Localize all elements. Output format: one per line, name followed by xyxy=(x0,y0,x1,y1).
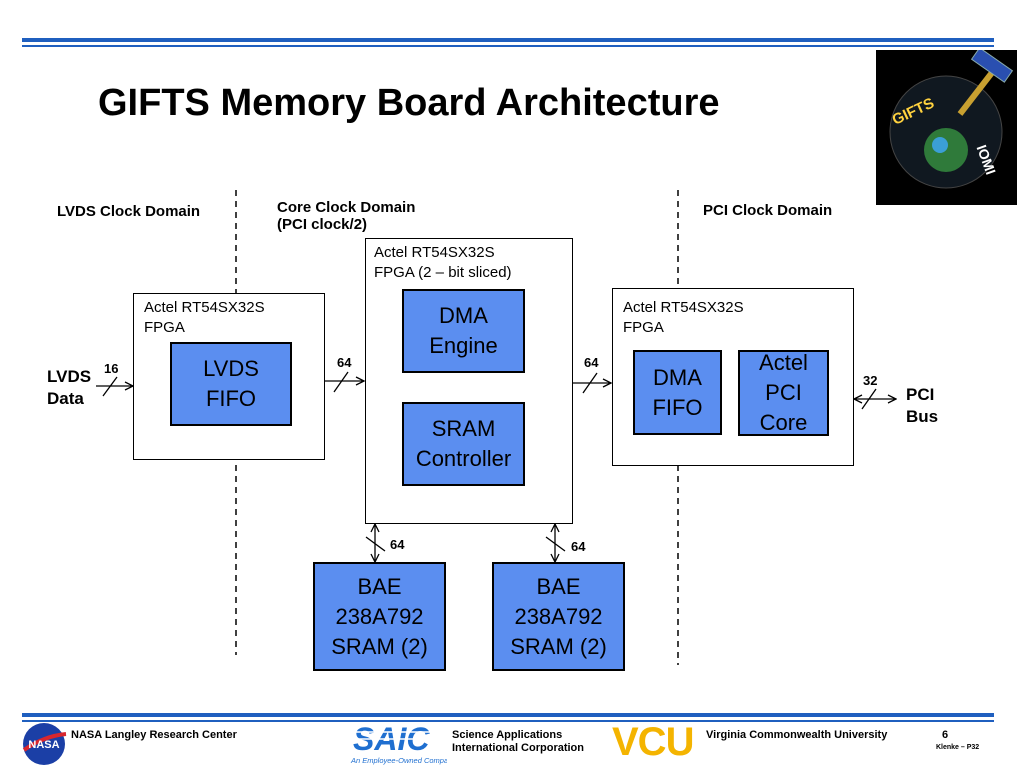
top-rule xyxy=(22,38,994,42)
pci-core-block: Actel PCI Core xyxy=(738,350,829,436)
bus-width-center-right: 64 xyxy=(584,355,599,370)
bottom-rule xyxy=(22,713,994,717)
pci-clock-domain-label: PCI Clock Domain xyxy=(703,202,833,219)
center-fpga-label: Actel RT54SX32S FPGA (2 – bit sliced) xyxy=(374,244,512,281)
sram-controller-block: SRAM Controller xyxy=(402,402,525,486)
right-fpga-label: Actel RT54SX32S FPGA xyxy=(623,299,744,336)
pci-bus-label: PCI Bus xyxy=(906,385,939,426)
gifts-mission-logo: GIFTS IOMI xyxy=(876,50,1017,205)
bus-width-pci: 32 xyxy=(863,373,878,388)
dma-engine-block: DMA Engine xyxy=(402,289,525,373)
svg-text:An Employee-Owned Company: An Employee-Owned Company xyxy=(350,756,447,765)
vcu-name-label: Virginia Commonwealth University xyxy=(706,729,888,741)
bus-width-lvds-in: 16 xyxy=(104,361,119,376)
sram-chip-1: BAE 238A792 SRAM (2) xyxy=(313,562,446,671)
lvds-clock-domain-label: LVDS Clock Domain xyxy=(57,203,201,220)
bottom-rule-thin xyxy=(22,720,994,722)
nasa-center-label: NASA Langley Research Center xyxy=(71,729,237,741)
saic-logo: SAIC An Employee-Owned Company xyxy=(349,720,457,766)
lvds-fifo-block: LVDS FIFO xyxy=(170,342,292,426)
page-number: 6 xyxy=(942,729,949,741)
dma-fifo-block: DMA FIFO xyxy=(633,350,722,435)
page-title: GIFTS Memory Board Architecture xyxy=(98,82,720,124)
sram-chip-2: BAE 238A792 SRAM (2) xyxy=(492,562,625,671)
saic-name-label: Science Applications International Corpo… xyxy=(452,729,584,754)
slide-reference: Klenke – P32 xyxy=(936,744,980,751)
vcu-logo: VCU xyxy=(612,720,694,764)
bus-width-sram1: 64 xyxy=(390,537,405,552)
core-clock-domain-label: Core Clock Domain (PCI clock/2) xyxy=(277,199,416,233)
left-fpga-box xyxy=(133,293,325,460)
left-fpga-label: Actel RT54SX32S FPGA xyxy=(144,299,265,336)
top-rule-thin xyxy=(22,45,994,47)
bus-width-sram2: 64 xyxy=(571,539,586,554)
svg-text:NASA: NASA xyxy=(28,739,59,751)
bus-width-left-center: 64 xyxy=(337,355,352,370)
lvds-data-label: LVDS Data xyxy=(47,367,92,408)
nasa-logo: NASA xyxy=(20,722,68,766)
